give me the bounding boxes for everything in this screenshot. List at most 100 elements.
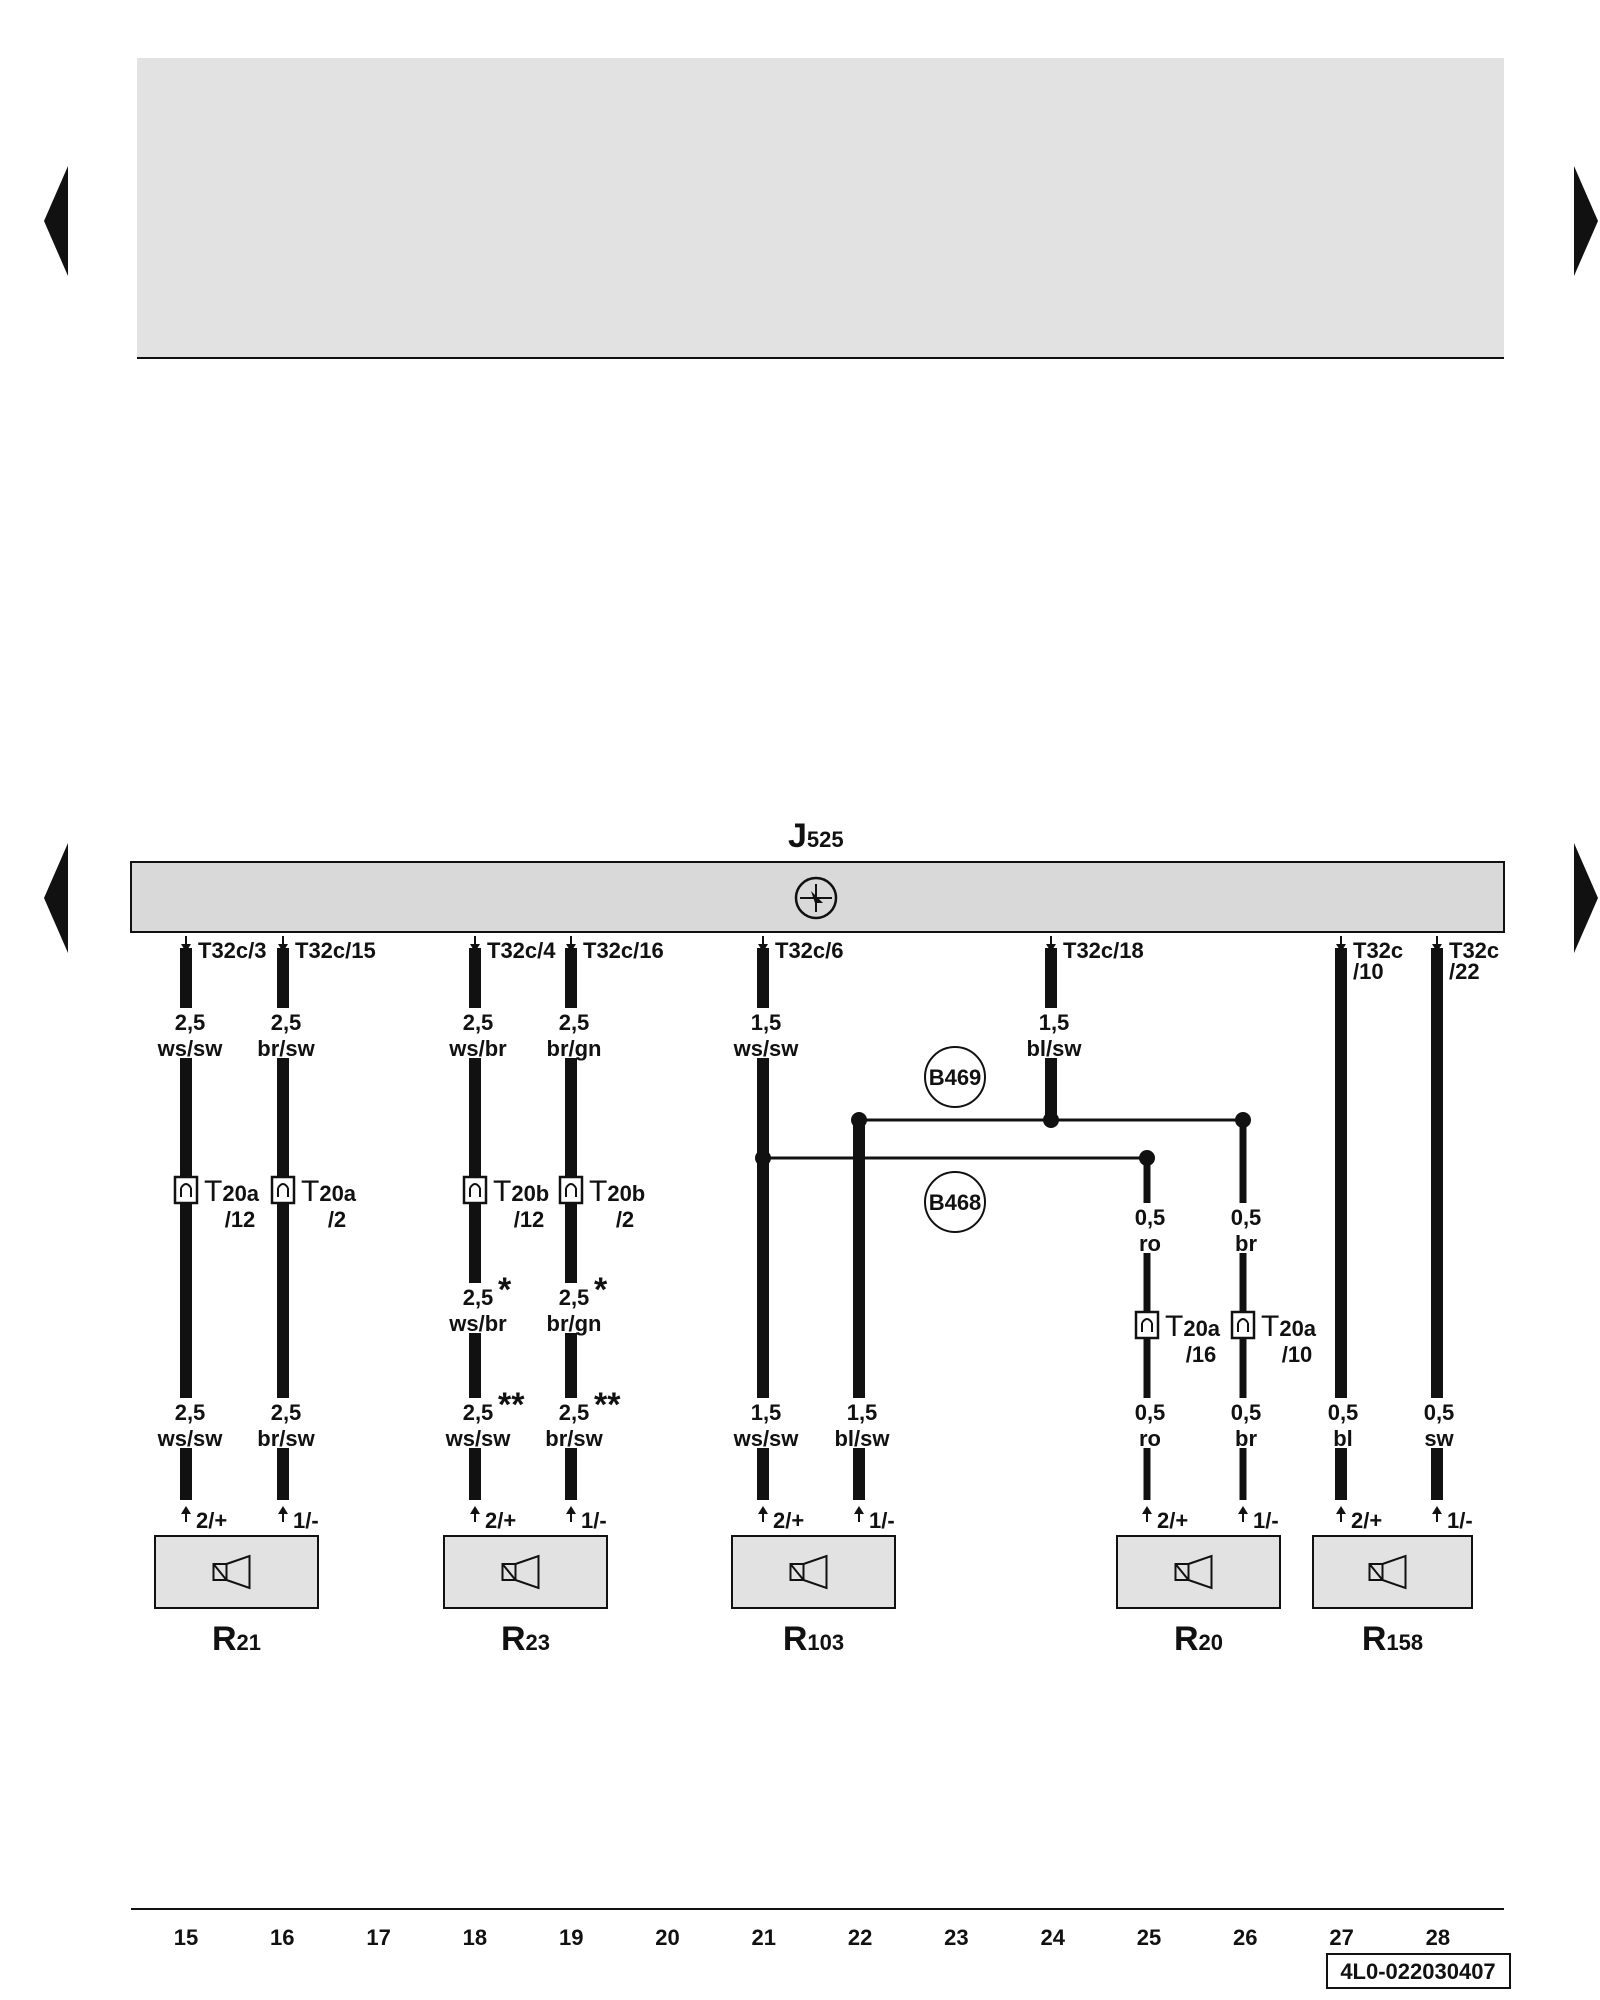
wire-label: 0,5br: [1212, 1203, 1280, 1256]
wire-label: 2,5br/sw: [252, 1008, 320, 1061]
wire-label: 2,5br/sw**: [540, 1386, 621, 1451]
speaker-letter: R: [1362, 1620, 1387, 1658]
track-number-19: 19: [559, 1925, 583, 1950]
wire-label: 0,5sw: [1405, 1398, 1473, 1451]
prev-page-arrow-top[interactable]: [44, 166, 68, 276]
wire-footnote-mark: **: [594, 1386, 621, 1424]
wire-color: br/sw: [257, 1426, 315, 1451]
wire-label: 0,5ro: [1116, 1203, 1184, 1256]
speaker-icon: [789, 1554, 828, 1590]
splice-dot-4: [1139, 1150, 1155, 1166]
speaker-pin-label: 1/-: [1253, 1508, 1279, 1533]
wire-size: 2,5: [559, 1010, 590, 1035]
track-number-22: 22: [848, 1925, 872, 1950]
wire-label: 1,5bl/sw: [1020, 1008, 1088, 1061]
wire-color: ws/sw: [733, 1036, 800, 1061]
speaker-letter: R: [783, 1620, 808, 1658]
track-number-18: 18: [463, 1925, 487, 1950]
connector-pin: /10: [1282, 1342, 1313, 1367]
wire-color: ws/sw: [445, 1426, 512, 1451]
connector-sub: 20a: [222, 1181, 259, 1206]
speaker-pin-arrow-4: [758, 1506, 768, 1522]
speaker-letter: R: [212, 1620, 237, 1658]
connector-pin: /2: [616, 1207, 634, 1232]
reference-box: [1326, 1953, 1511, 1989]
next-page-arrow-bottom[interactable]: [1574, 843, 1598, 953]
wire-color: bl: [1333, 1426, 1353, 1451]
speaker-pin-labels: 2/+1/-2/+1/-2/+1/-2/+1/-2/+1/-: [181, 1506, 1473, 1533]
speaker-r20: R20: [1116, 1535, 1281, 1658]
module-pin-label-line2: /10: [1353, 959, 1384, 984]
wire-size: 2,5: [463, 1010, 494, 1035]
connector-sub: 20a: [1183, 1316, 1220, 1341]
pin-arrow-4: [758, 936, 768, 952]
connector-name: T20a: [204, 1175, 260, 1208]
speaker-pin-label: 2/+: [485, 1508, 516, 1533]
pin-arrow-3: [566, 936, 576, 952]
splice-dot-2: [1235, 1112, 1251, 1128]
wire-size: 0,5: [1135, 1205, 1166, 1230]
wire-size: 0,5: [1231, 1205, 1262, 1230]
connector-sub: 20a: [319, 1181, 356, 1206]
module-pin-label: T32c/3: [198, 938, 267, 963]
wire-color: ws/br: [448, 1311, 507, 1336]
next-page-arrow-top[interactable]: [1574, 166, 1598, 276]
speaker-icon: [1174, 1554, 1213, 1590]
wire-footnote-mark: **: [498, 1386, 525, 1424]
speaker-label: R21: [212, 1620, 261, 1658]
wire-color: br/sw: [257, 1036, 315, 1061]
wire-size: 0,5: [1328, 1400, 1359, 1425]
speaker-pin-label: 2/+: [1351, 1508, 1382, 1533]
connector-name: T20a: [301, 1175, 357, 1208]
speaker-number: 21: [237, 1630, 261, 1655]
module-pin-label-line2: /22: [1449, 959, 1480, 984]
track-number-21: 21: [752, 1925, 776, 1950]
track-number-15: 15: [174, 1925, 198, 1950]
speaker-pin-arrow-2: [470, 1506, 480, 1522]
connector-name: T20b: [589, 1175, 645, 1208]
speaker-icon: [1368, 1554, 1407, 1590]
wire-size: 1,5: [751, 1400, 782, 1425]
track-number-28: 28: [1426, 1925, 1450, 1950]
wire-size: 2,5: [175, 1400, 206, 1425]
wire-size: 0,5: [1424, 1400, 1455, 1425]
connector-name: T20a: [1261, 1310, 1317, 1343]
speaker-pin-label: 2/+: [773, 1508, 804, 1533]
prev-page-arrow-bottom[interactable]: [44, 843, 68, 953]
speaker-pin-label: 2/+: [196, 1508, 227, 1533]
speaker-pin-arrow-1: [278, 1506, 288, 1522]
splice-label: B469: [929, 1065, 982, 1090]
wire-size: 1,5: [847, 1400, 878, 1425]
track-number-16: 16: [270, 1925, 294, 1950]
wire-label: 1,5ws/sw: [732, 1008, 800, 1061]
track-number-17: 17: [366, 1925, 390, 1950]
speaker-label: R23: [501, 1620, 550, 1658]
wire-label: 2,5br/gn*: [540, 1271, 608, 1336]
speaker-letter: R: [501, 1620, 526, 1658]
splice-label: B468: [929, 1190, 982, 1215]
wire-size: 0,5: [1135, 1400, 1166, 1425]
speaker-pin-arrow-6: [1142, 1506, 1152, 1522]
connector-sub: 20b: [607, 1181, 645, 1206]
connector-pin: /16: [1186, 1342, 1217, 1367]
wire-size: 2,5: [559, 1285, 590, 1310]
wire-label: 2,5ws/sw: [156, 1008, 224, 1061]
amplifier-icon: [794, 876, 838, 920]
wire-size: 2,5: [175, 1010, 206, 1035]
speaker-r23: R23: [443, 1535, 608, 1658]
wire-size: 1,5: [751, 1010, 782, 1035]
speaker-pin-arrow-7: [1238, 1506, 1248, 1522]
wire-color: br/gn: [547, 1036, 602, 1061]
splice-dot-3: [755, 1150, 771, 1166]
connector: T20a/12: [173, 1175, 260, 1232]
speaker-label: R158: [1362, 1620, 1423, 1658]
wire-label: 2,5ws/br: [444, 1008, 512, 1061]
module-pin-label: T32c: [1449, 938, 1499, 963]
wire-color: br/sw: [545, 1426, 603, 1451]
speaker-pin-arrow-0: [181, 1506, 191, 1522]
connector: T20a/2: [270, 1175, 357, 1232]
wire-label: 1,5bl/sw: [828, 1398, 896, 1451]
